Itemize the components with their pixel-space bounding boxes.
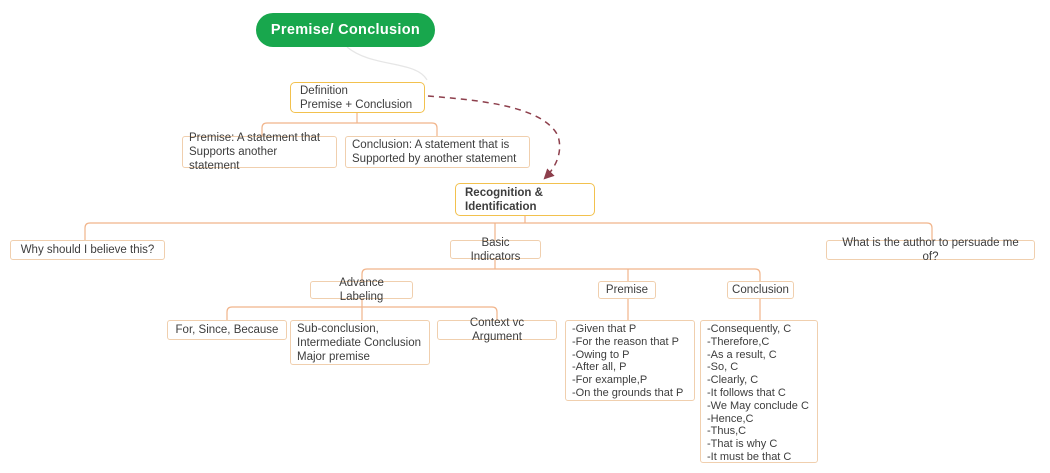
node-recognition-identification[interactable]: Recognition & Identification <box>455 183 595 216</box>
node-root[interactable]: Premise/ Conclusion <box>256 13 435 47</box>
list-item: -For example,P <box>572 374 648 387</box>
node-conclusion-group[interactable]: Conclusion <box>727 281 794 299</box>
list-item: -After all, P <box>572 361 627 374</box>
list-item: -Given that P <box>572 323 637 335</box>
node-for-since-because[interactable]: For, Since, Because <box>167 320 287 340</box>
node-premise-group[interactable]: Premise <box>598 281 656 299</box>
node-advance-labeling[interactable]: Advance Labeling <box>310 277 413 303</box>
dashed-arrow-definition-to-recognition <box>427 95 561 180</box>
connector-root-to-definition <box>346 46 428 81</box>
list-item: -Hence,C <box>707 412 754 425</box>
node-premise-indicators-list[interactable]: -Given that P-For the reason that P-Owin… <box>565 320 695 401</box>
node-definition[interactable]: Definition Premise + Conclusion <box>290 82 425 113</box>
list-item: -As a result, C <box>707 348 777 361</box>
list-item: -Consequently, C <box>707 323 792 335</box>
node-conclusion-indicators-list[interactable]: -Consequently, C-Therefore,C-As a result… <box>700 320 818 463</box>
connector-definition-children <box>261 113 438 136</box>
node-why-believe[interactable]: Why should I believe this? <box>10 240 165 260</box>
list-item: -Clearly, C <box>707 374 759 387</box>
list-item: -That is why C <box>707 438 778 451</box>
node-context-vc-argument[interactable]: Context vc Argument <box>437 317 557 343</box>
connector-recognition-children <box>84 216 933 240</box>
list-item: -Owing to P <box>572 348 630 361</box>
list-item: -On the grounds that P <box>572 386 684 399</box>
list-item: -Thus,C <box>707 425 747 438</box>
list-item: -It must be that C <box>707 450 792 463</box>
list-item: -It follows that C <box>707 386 786 399</box>
node-sub-conclusion[interactable]: Sub-conclusion, Intermediate Conclusion … <box>290 320 430 365</box>
node-conclusion-definition[interactable]: Conclusion: A statement that is Supporte… <box>345 136 530 168</box>
connector-basic-indicators-children <box>361 259 761 281</box>
node-what-persuade[interactable]: What is the author to persuade me of? <box>826 237 1035 263</box>
list-item: -We May conclude C <box>707 399 809 412</box>
list-item: -So, C <box>707 361 739 374</box>
node-premise-definition[interactable]: Premise: A statement that Supports anoth… <box>182 132 337 172</box>
node-basic-indicators[interactable]: Basic Indicators <box>450 237 541 263</box>
list-item: -For the reason that P <box>572 335 679 348</box>
list-item: -Therefore,C <box>707 335 770 348</box>
connector-advance-labeling-children <box>226 299 498 320</box>
